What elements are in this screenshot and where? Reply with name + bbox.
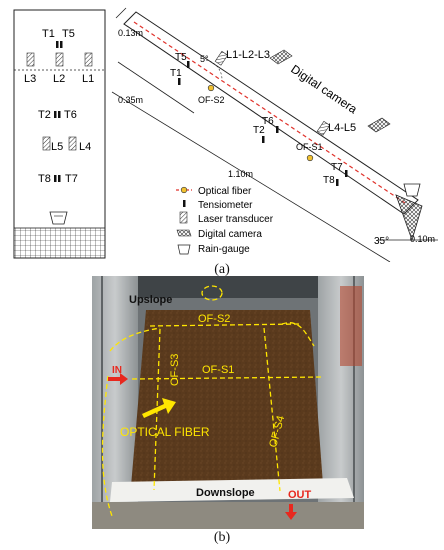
rain-gauge-icon — [177, 244, 191, 255]
digital-camera-label: Digital camera — [288, 62, 360, 117]
optical-fiber-dot — [207, 84, 215, 92]
caption-a: (a) — [214, 262, 230, 277]
tensiometer-icon — [54, 175, 57, 182]
tensiometer-icon — [60, 41, 63, 48]
angle-slope-label: 35° — [374, 236, 389, 247]
photo-label-upslope: Upslope — [129, 294, 172, 306]
panel-a-schematic: T1 T5 L3 L2 L1 T2 T6 L5 L4 T8 T7 — [13, 7, 438, 262]
laser-group-1-label: L1-L2-L3 — [226, 49, 270, 61]
photo-label-out: OUT — [288, 489, 312, 501]
section-label-t6: T6 — [262, 116, 274, 127]
legend-tensiometer: Tensiometer — [198, 200, 253, 211]
tensiometer-icon — [54, 111, 57, 118]
plan-label-t8: T8 — [38, 173, 51, 185]
tensiometer-icon — [187, 61, 190, 68]
laser-transducer-icon — [179, 211, 188, 224]
plan-label-t6: T6 — [64, 109, 77, 121]
tensiometer-icon — [345, 170, 348, 177]
plan-label-l4: L4 — [79, 141, 91, 153]
section-label-t1: T1 — [170, 68, 182, 79]
legend-digital-camera: Digital camera — [198, 229, 262, 240]
fiber-s1-label: OF-S1 — [296, 142, 323, 152]
optical-fiber-dot — [180, 186, 188, 194]
section-label-t5: T5 — [175, 52, 187, 63]
photo-label-optical-fiber: OPTICAL FIBER — [120, 425, 210, 439]
laser-transducer-icon — [84, 52, 93, 67]
caption-b: (b) — [213, 530, 231, 545]
photo-label-of-s2: OF-S2 — [198, 313, 230, 325]
rain-gauge-icon — [49, 211, 68, 225]
tensiometer-icon — [276, 126, 279, 133]
laser-transducer-icon — [42, 136, 51, 151]
laser-transducer-icon — [316, 120, 331, 136]
tensiometer-icon — [58, 111, 61, 118]
section-view: 0.13m 0.35m 1.10m 0.10m 35° 5° L1-L2-L3 … — [111, 7, 438, 262]
plan-label-l1: L1 — [82, 73, 94, 85]
digital-camera-icon — [176, 229, 192, 237]
laser-transducer-icon — [68, 136, 77, 151]
plan-label-t7: T7 — [65, 173, 78, 185]
plan-label-t1: T1 — [42, 28, 55, 40]
panel-b-photo: Upslope OF-S2 OF-S1 OF-S3 OF-S4 OPTICAL … — [92, 276, 364, 529]
out-arrow-icon — [285, 504, 297, 520]
angle-small-label: 5° — [200, 54, 209, 64]
plan-label-l2: L2 — [53, 73, 65, 85]
tensiometer-icon — [58, 175, 61, 182]
plan-label-l5: L5 — [51, 141, 63, 153]
laser-group-2-label: L4-L5 — [328, 122, 356, 134]
dim-left-label: 0.35m — [118, 95, 143, 105]
tensiometer-icon — [336, 179, 339, 186]
plan-view: T1 T5 L3 L2 L1 T2 T6 L5 L4 T8 T7 — [13, 9, 106, 259]
section-label-t8: T8 — [323, 175, 335, 186]
digital-camera-icon — [367, 117, 391, 133]
optical-fiber-line — [133, 21, 409, 206]
in-arrow-icon — [108, 373, 128, 385]
optical-fiber-pointer-icon — [142, 398, 176, 418]
fiber-s2-label: OF-S2 — [198, 95, 225, 105]
rain-gauge-icon — [403, 183, 421, 197]
plan-label-t2: T2 — [38, 109, 51, 121]
legend-optical-fiber: Optical fiber — [198, 186, 252, 197]
legend-laser-transducer: Laser transducer — [198, 214, 274, 225]
legend-rain-gauge: Rain-gauge — [198, 244, 250, 255]
laser-transducer-icon — [55, 52, 64, 67]
dim-toe-label: 0.10m — [410, 234, 435, 244]
dim-length-label: 1.10m — [228, 169, 253, 179]
photo-label-in: IN — [112, 365, 122, 376]
legend: Optical fiber Tensiometer Laser transduc… — [176, 186, 274, 255]
tensiometer-icon — [56, 41, 59, 48]
plan-label-l3: L3 — [24, 73, 36, 85]
section-label-t2: T2 — [253, 125, 265, 136]
tensiometer-icon — [178, 78, 181, 85]
photo-label-of-s1: OF-S1 — [202, 364, 234, 376]
tensiometer-icon — [262, 136, 265, 143]
dim-top-label: 0.13m — [118, 28, 143, 38]
photo-label-of-s3: OF-S3 — [169, 354, 181, 386]
section-label-t7: T7 — [331, 162, 343, 173]
photo-label-downslope: Downslope — [196, 487, 255, 499]
digital-camera-icon — [269, 49, 293, 65]
optical-fiber-dot — [306, 154, 314, 162]
tensiometer-icon — [183, 200, 186, 207]
plan-label-t5: T5 — [62, 28, 75, 40]
laser-transducer-icon — [26, 52, 35, 67]
laser-transducer-icon — [214, 50, 229, 66]
